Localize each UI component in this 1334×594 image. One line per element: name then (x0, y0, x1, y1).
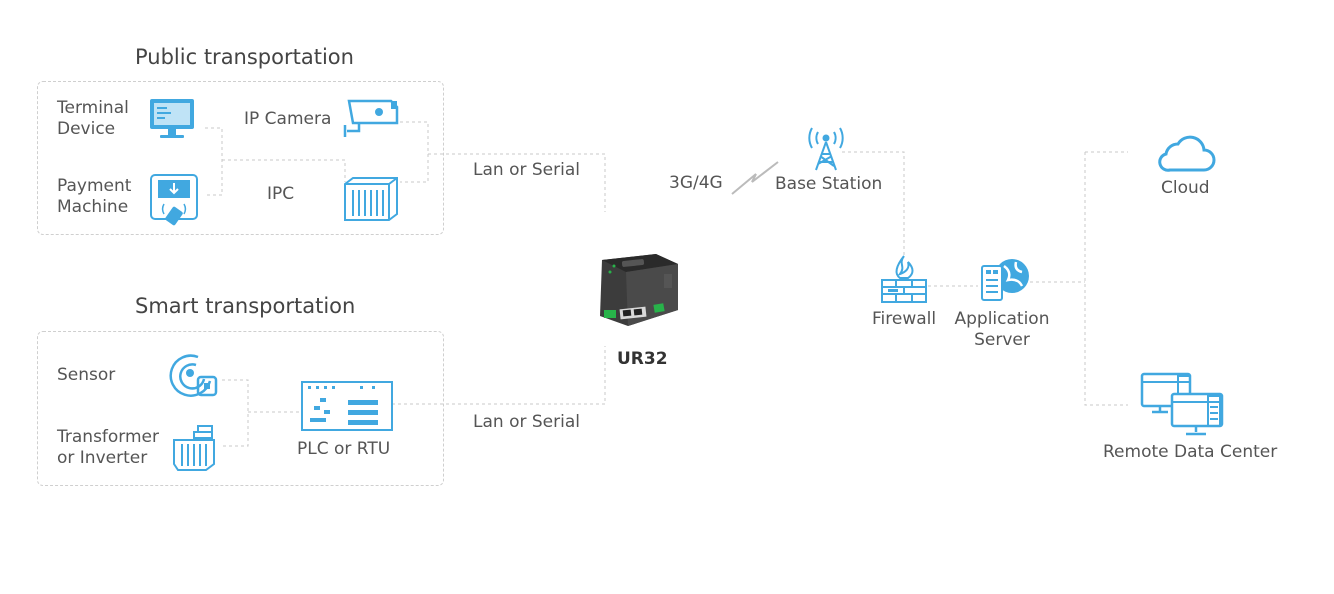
monitor-icon (150, 99, 194, 138)
public-transportation-group (37, 81, 444, 235)
wireless-bolt-icon (731, 161, 779, 195)
payment-machine-icon (150, 174, 198, 226)
ip-camera-label: IP Camera (244, 109, 332, 129)
payment-machine-label: Payment Machine (57, 176, 132, 217)
lan-serial-bottom-label: Lan or Serial (473, 412, 580, 432)
sensor-icon (169, 354, 218, 397)
terminal-device-label: Terminal Device (57, 98, 129, 139)
ipc-label: IPC (267, 184, 295, 204)
base-station-label: Base Station (775, 174, 883, 194)
transformer-icon (173, 425, 215, 471)
plc-board-icon (301, 381, 393, 431)
sensor-label: Sensor (57, 365, 116, 385)
application-server-icon (981, 259, 1029, 301)
public-transportation-title: Public transportation (135, 45, 354, 69)
plc-label: PLC or RTU (297, 439, 391, 459)
router-label: UR32 (617, 349, 668, 369)
cellular-label: 3G/4G (669, 173, 723, 193)
ip-camera-icon (343, 99, 399, 137)
smart-transportation-title: Smart transportation (135, 294, 356, 318)
remote-data-center-icon (1140, 372, 1224, 436)
lan-serial-top-label: Lan or Serial (473, 160, 580, 180)
cloud-label: Cloud (1161, 178, 1210, 198)
firewall-label: Firewall (872, 309, 937, 329)
cloud-icon (1158, 135, 1216, 172)
remote-data-center-label: Remote Data Center (1103, 442, 1278, 462)
smart-transportation-group (37, 331, 444, 486)
base-station-icon (808, 127, 844, 171)
application-server-label: Application Server (954, 309, 1050, 350)
ipc-icon (344, 177, 398, 221)
firewall-icon (881, 255, 927, 303)
transformer-label: Transformer or Inverter (57, 427, 160, 468)
router-device-image (600, 254, 678, 326)
